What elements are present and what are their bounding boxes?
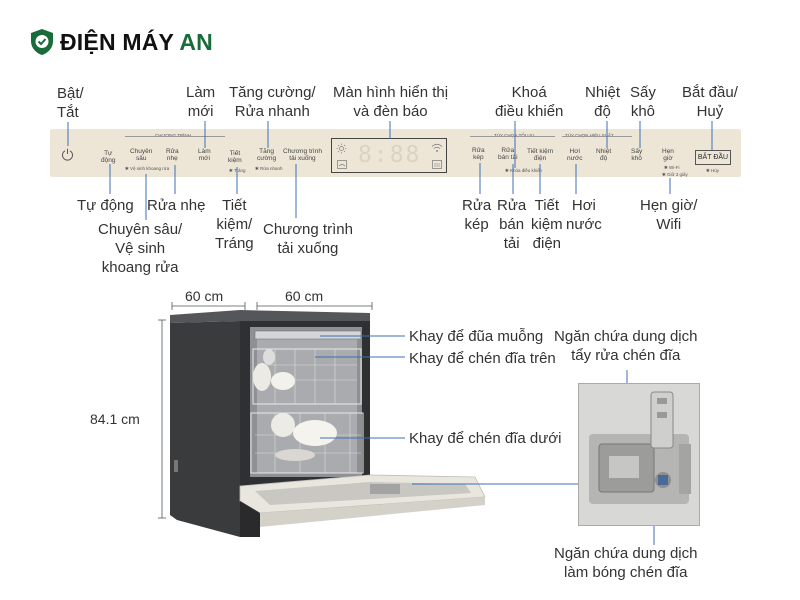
btn-dry[interactable]: Sấy khô bbox=[631, 148, 643, 162]
btn-intensive[interactable]: Chuyên sâu bbox=[130, 148, 153, 162]
display-screen: 8:88 bbox=[331, 138, 447, 173]
btn-delay[interactable]: Hẹn giờ bbox=[662, 148, 674, 162]
btn-delicate[interactable]: Rửa nhẹ bbox=[166, 148, 179, 162]
callout-upper-rack: Khay để chén đĩa trên bbox=[409, 350, 556, 367]
btn-steam[interactable]: Hơi nước bbox=[567, 148, 583, 162]
section-performance: TÙY CHỌN HIỆU SUẤT bbox=[565, 133, 614, 138]
dim-width-2: 60 cm bbox=[285, 288, 324, 304]
label-display: Màn hình hiển thị và đèn báo bbox=[333, 84, 449, 120]
brand-logo: ĐIỆN MÁY AN bbox=[60, 29, 213, 56]
dispenser-illustration bbox=[579, 384, 699, 525]
sun-icon bbox=[336, 143, 347, 154]
control-panel bbox=[50, 129, 741, 177]
section-program: CHƯƠNG TRÌNH bbox=[155, 133, 191, 138]
label-delicate: Rửa nhẹ bbox=[147, 197, 206, 214]
btn-energy-saver[interactable]: Tiết kiệm điện bbox=[527, 148, 554, 162]
label-intensive-quick: Tăng cường/ Rửa nhanh bbox=[229, 84, 316, 120]
label-power: Bật/ Tắt bbox=[57, 85, 84, 121]
label-temperature: Nhiệt độ bbox=[585, 84, 621, 120]
btn-turbo-sub: ✱ Rửa nhanh bbox=[255, 166, 283, 171]
side-label bbox=[174, 460, 178, 472]
power-icon[interactable] bbox=[61, 148, 74, 161]
start-button[interactable]: BẮT ĐẦU bbox=[695, 150, 731, 165]
btn-turbo[interactable]: Tăng cường bbox=[257, 148, 277, 162]
start-button-sub: ✱ Hủy bbox=[706, 168, 720, 173]
detergent-detail-photo bbox=[578, 383, 700, 526]
wifi-icon bbox=[431, 143, 443, 152]
btn-dual-zone[interactable]: Rửa kép bbox=[472, 147, 485, 161]
dishwasher-illustration bbox=[170, 310, 486, 537]
label-eco-rinse: Tiết kiệm/ Tráng bbox=[215, 197, 254, 252]
brand-accent: AN bbox=[179, 29, 213, 55]
btn-half-load[interactable]: Rửa bán tải bbox=[498, 147, 518, 161]
label-auto: Tự động bbox=[77, 197, 134, 214]
btn-eco[interactable]: Tiết kiệm bbox=[228, 150, 242, 164]
dishwasher-side bbox=[170, 321, 240, 537]
section-options: TÙY CHỌN TỐI ƯU bbox=[494, 133, 535, 138]
btn-temperature[interactable]: Nhiệt độ bbox=[596, 148, 612, 162]
label-energy-saver: Tiết kiệm điện bbox=[531, 197, 563, 252]
callout-lower-rack: Khay để chén đĩa dưới bbox=[409, 430, 562, 447]
callout-detergent: Ngăn chứa dung dịch tẩy rửa chén đĩa bbox=[554, 328, 698, 364]
brand-name: ĐIỆN MÁY bbox=[60, 29, 180, 55]
label-half-load: Rửa bán tải bbox=[497, 197, 527, 252]
dim-height: 84.1 cm bbox=[90, 411, 140, 427]
label-delay-wifi: Hẹn giờ/ Wifi bbox=[640, 197, 698, 233]
cutlery-tray bbox=[254, 330, 362, 340]
btn-delay-sub-wifi: ✱ Wi-Fi bbox=[664, 165, 680, 170]
btn-intensive-sub: ✱ Vệ sinh khoang rửa bbox=[125, 166, 170, 171]
btn-refresh[interactable]: Làm mới bbox=[198, 148, 211, 162]
label-dual-zone: Rửa kép bbox=[462, 197, 492, 233]
callout-cutlery-tray: Khay để đũa muỗng bbox=[409, 328, 544, 345]
detergent-compartment bbox=[370, 484, 400, 494]
display-digits: 8:88 bbox=[358, 142, 422, 168]
label-steam: Hơi nước bbox=[566, 197, 602, 233]
rinse-aid-indicator-icon bbox=[337, 160, 347, 169]
btn-delay-sub-hold: ✱ Giữ 3 giây bbox=[662, 172, 688, 177]
callout-rinse-aid: Ngăn chứa dung dịch làm bóng chén đĩa bbox=[554, 545, 698, 581]
dispenser-lid bbox=[650, 391, 674, 449]
label-deep-clean: Chuyên sâu/ Vệ sinh khoang rửa bbox=[98, 221, 183, 276]
salt-indicator-icon bbox=[432, 160, 442, 169]
label-child-lock: Khoá điều khiển bbox=[495, 84, 564, 120]
btn-half-load-sub: ✱ Khóa điều khiển bbox=[505, 168, 543, 173]
label-start-cancel: Bắt đầu/ Huỷ bbox=[682, 84, 738, 120]
dim-width-1: 60 cm bbox=[185, 288, 224, 304]
btn-download[interactable]: Chương trình tải xuống bbox=[283, 148, 322, 162]
shield-check-icon bbox=[31, 29, 53, 55]
btn-auto[interactable]: Tự động bbox=[101, 150, 116, 164]
dishwasher-top bbox=[170, 310, 370, 323]
lower-rack bbox=[250, 412, 364, 474]
label-dry: Sấy khô bbox=[630, 84, 656, 120]
upper-rack bbox=[252, 348, 362, 405]
label-download: Chương trình tải xuống bbox=[263, 221, 353, 257]
label-refresh: Làm mới bbox=[186, 84, 216, 120]
